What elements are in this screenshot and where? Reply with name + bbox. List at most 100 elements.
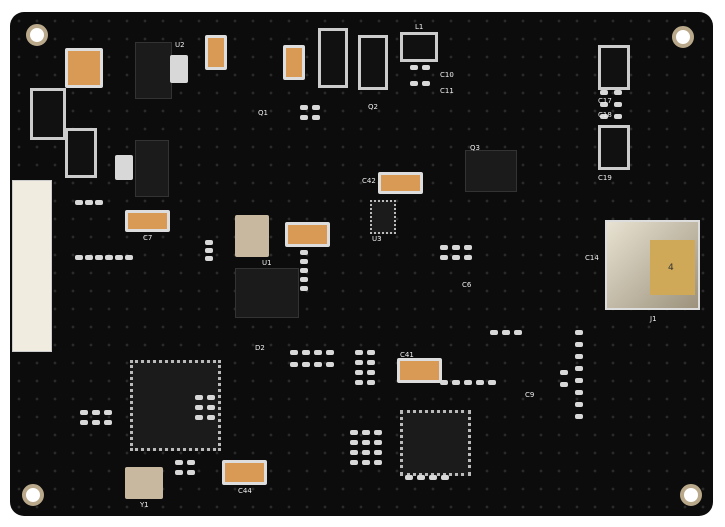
- smd-component: [614, 90, 622, 95]
- smd-component: [367, 380, 375, 385]
- smd-component: [575, 378, 583, 383]
- smd-component: [302, 362, 310, 367]
- tantalum-capacitor: [285, 222, 330, 247]
- smd-component: [417, 475, 425, 480]
- silk-label: C19: [598, 174, 612, 182]
- silk-label: C10: [440, 71, 454, 79]
- silk-label: U2: [175, 41, 185, 49]
- smd-component: [105, 255, 113, 260]
- tantalum-capacitor: [205, 35, 227, 70]
- smd-component: [326, 350, 334, 355]
- smd-component: [207, 415, 215, 420]
- smd-component: [187, 460, 195, 465]
- smd-component: [85, 255, 93, 260]
- smd-component: [326, 362, 334, 367]
- diode: [358, 35, 388, 90]
- smd-component: [464, 245, 472, 250]
- smd-component: [125, 255, 133, 260]
- silk-label: C44: [238, 487, 252, 495]
- smd-component: [410, 65, 418, 70]
- tantalum-capacitor: [65, 48, 103, 88]
- smd-component: [422, 65, 430, 70]
- smd-component: [490, 330, 498, 335]
- smd-component: [302, 350, 310, 355]
- smd-component: [104, 420, 112, 425]
- smd-component: [476, 380, 484, 385]
- inductor: [400, 32, 438, 62]
- ic-sot: [370, 200, 396, 234]
- ic-chip: [235, 268, 299, 318]
- smd-component: [290, 350, 298, 355]
- inductor: [598, 125, 630, 170]
- smd-component: [440, 255, 448, 260]
- smd-component: [300, 259, 308, 264]
- smd-component: [362, 430, 370, 435]
- smd-component: [314, 362, 322, 367]
- smd-component: [195, 415, 203, 420]
- pin-header-connector: [12, 180, 52, 352]
- smd-component: [175, 470, 183, 475]
- smd-component: [575, 366, 583, 371]
- transistor: [465, 150, 517, 192]
- smd-component: [312, 115, 320, 120]
- silk-label: C17: [598, 97, 612, 105]
- smd-component: [95, 200, 103, 205]
- smd-component: [300, 268, 308, 273]
- smd-component: [367, 370, 375, 375]
- smd-component: [350, 440, 358, 445]
- smd-component: [350, 430, 358, 435]
- smd-component: [374, 430, 382, 435]
- smd-component: [614, 102, 622, 107]
- microcontroller-qfp: [130, 360, 221, 451]
- smd-component: [452, 255, 460, 260]
- silk-label: C42: [362, 177, 376, 185]
- ic-qfn: [400, 410, 471, 476]
- smd-component: [115, 255, 123, 260]
- regulator-tab: [115, 155, 133, 180]
- smd-component: [600, 102, 608, 107]
- smd-component: [85, 200, 93, 205]
- crystal-y1: [125, 467, 163, 499]
- smd-component: [362, 460, 370, 465]
- mounting-hole: [26, 24, 48, 46]
- smd-component: [362, 450, 370, 455]
- smd-component: [355, 380, 363, 385]
- smd-component: [502, 330, 510, 335]
- smd-component: [575, 402, 583, 407]
- smd-component: [355, 370, 363, 375]
- smd-component: [464, 380, 472, 385]
- smd-component: [80, 420, 88, 425]
- silk-label: 4: [668, 263, 674, 273]
- regulator-tab: [170, 55, 188, 83]
- smd-component: [300, 115, 308, 120]
- smd-component: [205, 240, 213, 245]
- silk-label: C9: [525, 391, 535, 399]
- diode: [30, 88, 66, 140]
- smd-component: [195, 405, 203, 410]
- smd-component: [312, 105, 320, 110]
- smd-component: [367, 350, 375, 355]
- smd-component: [207, 395, 215, 400]
- silk-label: C18: [598, 111, 612, 119]
- smd-component: [560, 382, 568, 387]
- smd-component: [488, 380, 496, 385]
- smd-component: [441, 475, 449, 480]
- smd-component: [560, 370, 568, 375]
- smd-component: [355, 360, 363, 365]
- smd-component: [614, 114, 622, 119]
- silk-label: Q2: [368, 103, 378, 111]
- mounting-hole: [680, 484, 702, 506]
- silk-label: L1: [415, 23, 424, 31]
- smd-component: [405, 475, 413, 480]
- silk-label: D2: [255, 344, 265, 352]
- smd-component: [350, 450, 358, 455]
- smd-component: [75, 255, 83, 260]
- smd-component: [290, 362, 298, 367]
- tantalum-capacitor: [397, 358, 442, 383]
- smd-component: [464, 255, 472, 260]
- smd-component: [205, 248, 213, 253]
- silk-label: J1: [650, 315, 657, 323]
- silk-label: C41: [400, 351, 414, 359]
- silk-label: C7: [143, 234, 153, 242]
- voltage-regulator: [135, 42, 172, 99]
